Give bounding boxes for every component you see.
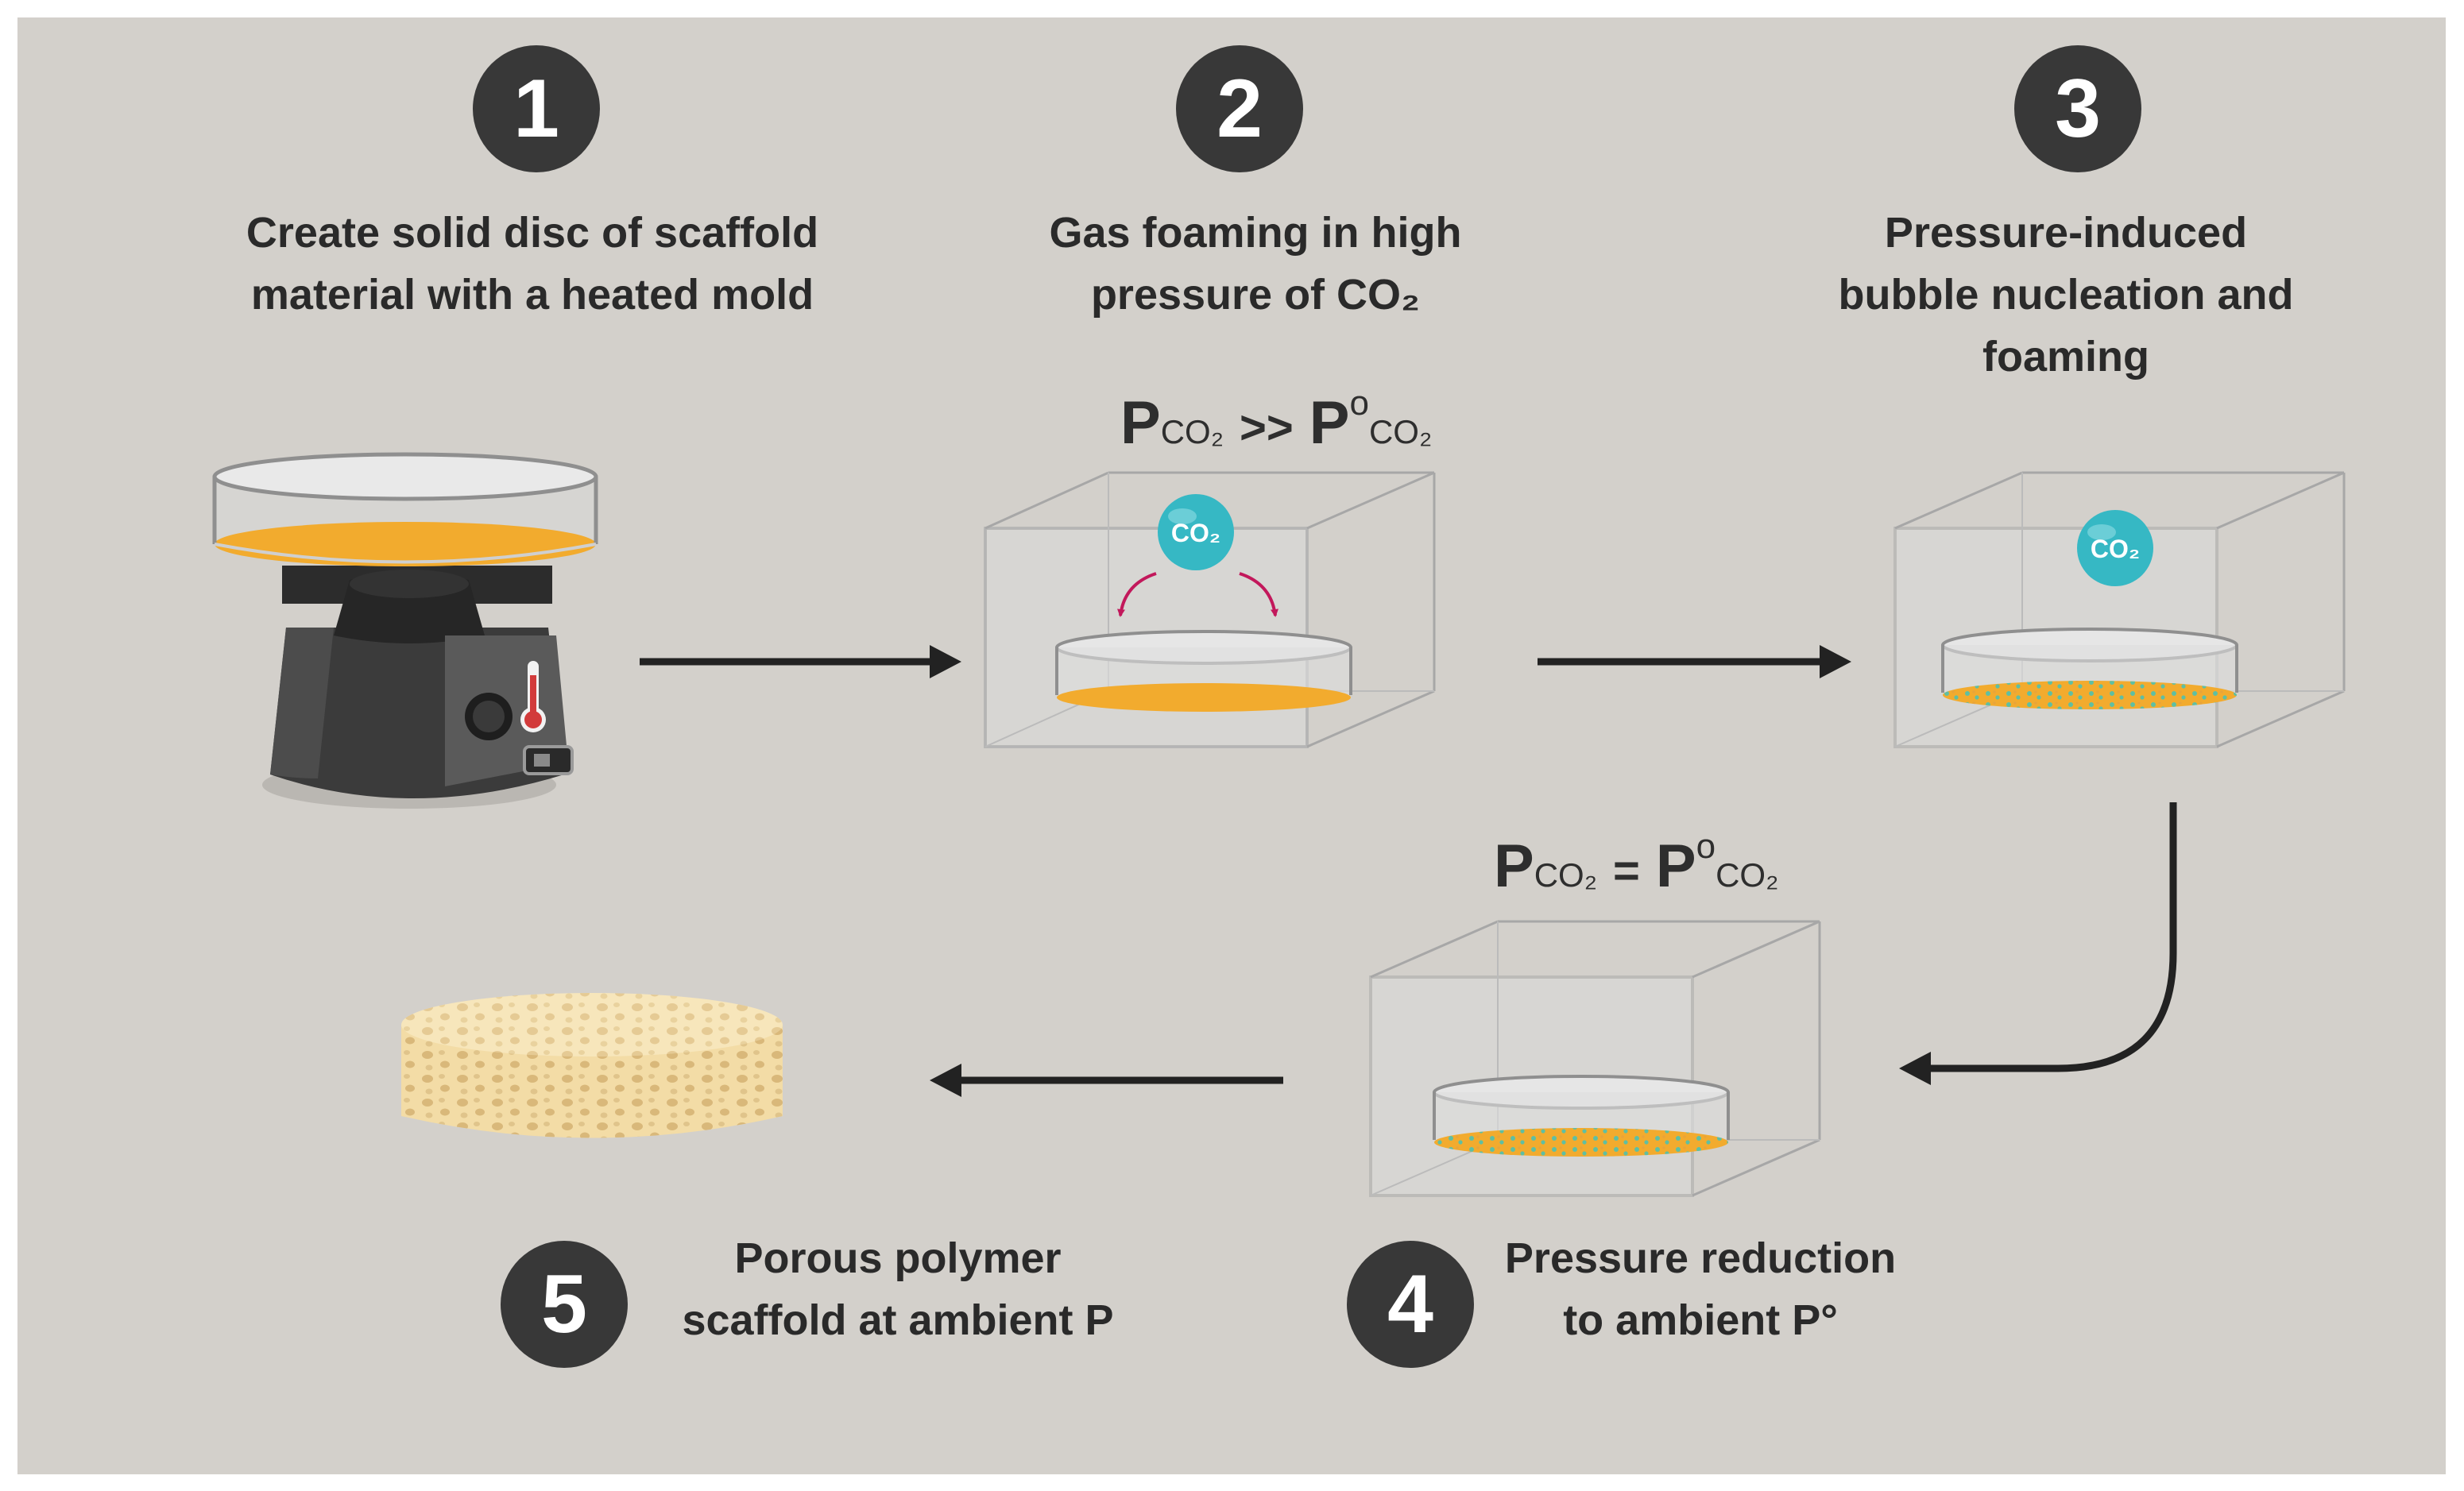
step-1-label: Create solid disc of scaffold material w… xyxy=(159,202,906,326)
eq-high-right-sup: o xyxy=(1349,384,1369,423)
pressure-equation-high: PCO₂>>PoCO₂ xyxy=(1120,386,1433,468)
eq-equal-left-sub: CO₂ xyxy=(1534,856,1598,894)
eq-high-operator: >> xyxy=(1240,402,1294,454)
arrowhead-icon xyxy=(930,1064,961,1097)
step-4-label-line: to ambient P° xyxy=(1563,1296,1838,1344)
eq-equal-right-sub: CO₂ xyxy=(1716,856,1779,894)
step-4-label: Pressure reduction to ambient P° xyxy=(1430,1227,1971,1351)
eq-equal-right-sup: o xyxy=(1696,827,1716,866)
co2-bubble-label: CO₂ xyxy=(1171,519,1220,547)
arrowhead-icon xyxy=(1820,645,1851,678)
eq-high-left-sub: CO₂ xyxy=(1160,413,1224,450)
pressure-equation-equal: PCO₂=PoCO₂ xyxy=(1494,829,1779,911)
step-1-badge: 1 xyxy=(473,45,600,172)
step-2-badge: 2 xyxy=(1176,45,1303,172)
step-2-label-line: pressure of CO₂ xyxy=(1090,271,1421,319)
step-4-badge: 4 xyxy=(1347,1241,1474,1368)
arrowhead-icon xyxy=(930,645,961,678)
pressure-chamber-step-2 xyxy=(984,471,1436,748)
step-3-label-line: bubble nucleation and xyxy=(1838,271,2294,319)
eq-high-left-base: P xyxy=(1120,389,1161,457)
eq-high-right-sub: CO₂ xyxy=(1368,413,1433,450)
step-4-label-line: Pressure reduction xyxy=(1504,1234,1897,1282)
step-5-label: Porous polymer scaffold at ambient P xyxy=(628,1227,1168,1351)
co2-bubble-label: CO₂ xyxy=(2091,535,2140,563)
step-5-label-line: scaffold at ambient P xyxy=(682,1296,1114,1344)
step-1-label-line: material with a heated mold xyxy=(250,271,814,319)
step-3-label-line: Pressure-induced xyxy=(1884,209,2248,257)
step-2-label-line: Gas foaming in high xyxy=(1049,209,1462,257)
co2-bubble-step-3: CO₂ xyxy=(2077,510,2153,586)
hot-plate-mold xyxy=(212,452,598,809)
eq-high-right-base: P xyxy=(1309,389,1350,457)
step-5-label-line: Porous polymer xyxy=(734,1234,1062,1282)
eq-equal-operator: = xyxy=(1613,845,1640,897)
co2-bubble-step-2: CO₂ xyxy=(1158,494,1234,570)
eq-equal-left-base: P xyxy=(1494,832,1534,900)
step-5-badge: 5 xyxy=(501,1241,628,1368)
step-3-label-line: foaming xyxy=(1982,333,2149,380)
pressure-chamber-step-4 xyxy=(1369,920,1821,1197)
arrowhead-icon xyxy=(1899,1052,1931,1085)
step-2-label: Gas foaming in high pressure of CO₂ xyxy=(946,202,1565,326)
porous-scaffold xyxy=(401,993,783,1138)
step-3-label: Pressure-induced bubble nucleation and f… xyxy=(1748,202,2384,388)
step-1-label-line: Create solid disc of scaffold xyxy=(246,209,819,257)
step-3-badge: 3 xyxy=(2014,45,2141,172)
arrow-step3-to-step4 xyxy=(1931,802,2177,1072)
eq-equal-right-base: P xyxy=(1655,832,1696,900)
pressure-chamber-step-3 xyxy=(1893,471,2346,748)
